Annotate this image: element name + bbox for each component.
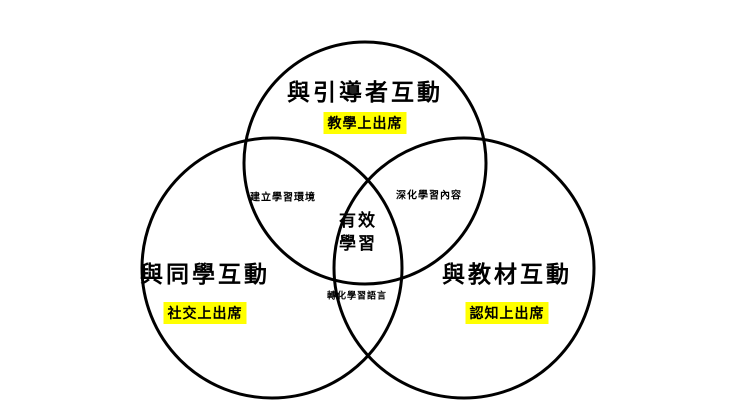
classmates-circle-label: 與同學互動: [140, 261, 270, 288]
circle-classmates: [140, 136, 404, 400]
circle-materials: [332, 136, 596, 400]
center-label: 有效 學習: [339, 210, 377, 256]
teaching-presence-badge: 教學上出席: [323, 112, 407, 134]
cognitive-presence-badge: 認知上出席: [465, 302, 549, 324]
intersection-top-left-note: 建立學習環境: [250, 192, 316, 204]
facilitator-circle-label: 與引導者互動: [287, 79, 443, 106]
center-label-line2: 學習: [339, 234, 377, 254]
center-label-line1: 有效: [339, 211, 377, 232]
circle-facilitator: [242, 40, 488, 286]
intersection-bottom-note: 轉化學習語言: [326, 291, 388, 302]
materials-circle-label: 與教材互動: [442, 261, 572, 288]
intersection-top-right-note: 深化學習內容: [396, 190, 462, 202]
social-presence-badge: 社交上出席: [163, 302, 247, 324]
